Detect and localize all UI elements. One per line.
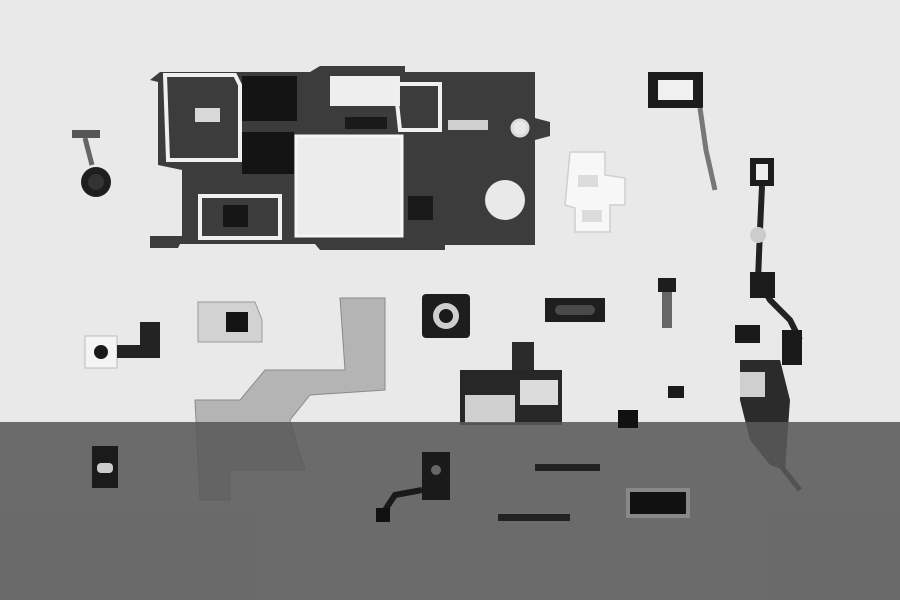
proximity-sensor — [658, 278, 676, 328]
small-sensor — [668, 386, 684, 398]
microphone — [618, 410, 638, 428]
headphone-jack — [376, 452, 450, 522]
volume-button — [535, 464, 600, 471]
battery-connector — [626, 488, 690, 518]
home-button — [545, 298, 605, 322]
power-button — [498, 514, 570, 521]
camera-bracket — [564, 151, 626, 233]
front-camera — [84, 322, 160, 369]
logic-board — [150, 66, 550, 250]
nfc-antenna-chip — [197, 301, 263, 343]
rear-camera-module — [422, 294, 470, 338]
sim-card-board — [460, 342, 562, 425]
vibration-motor — [72, 130, 111, 197]
loudspeaker — [92, 446, 118, 488]
earpiece-speaker — [648, 72, 718, 191]
dark-band — [0, 422, 900, 600]
